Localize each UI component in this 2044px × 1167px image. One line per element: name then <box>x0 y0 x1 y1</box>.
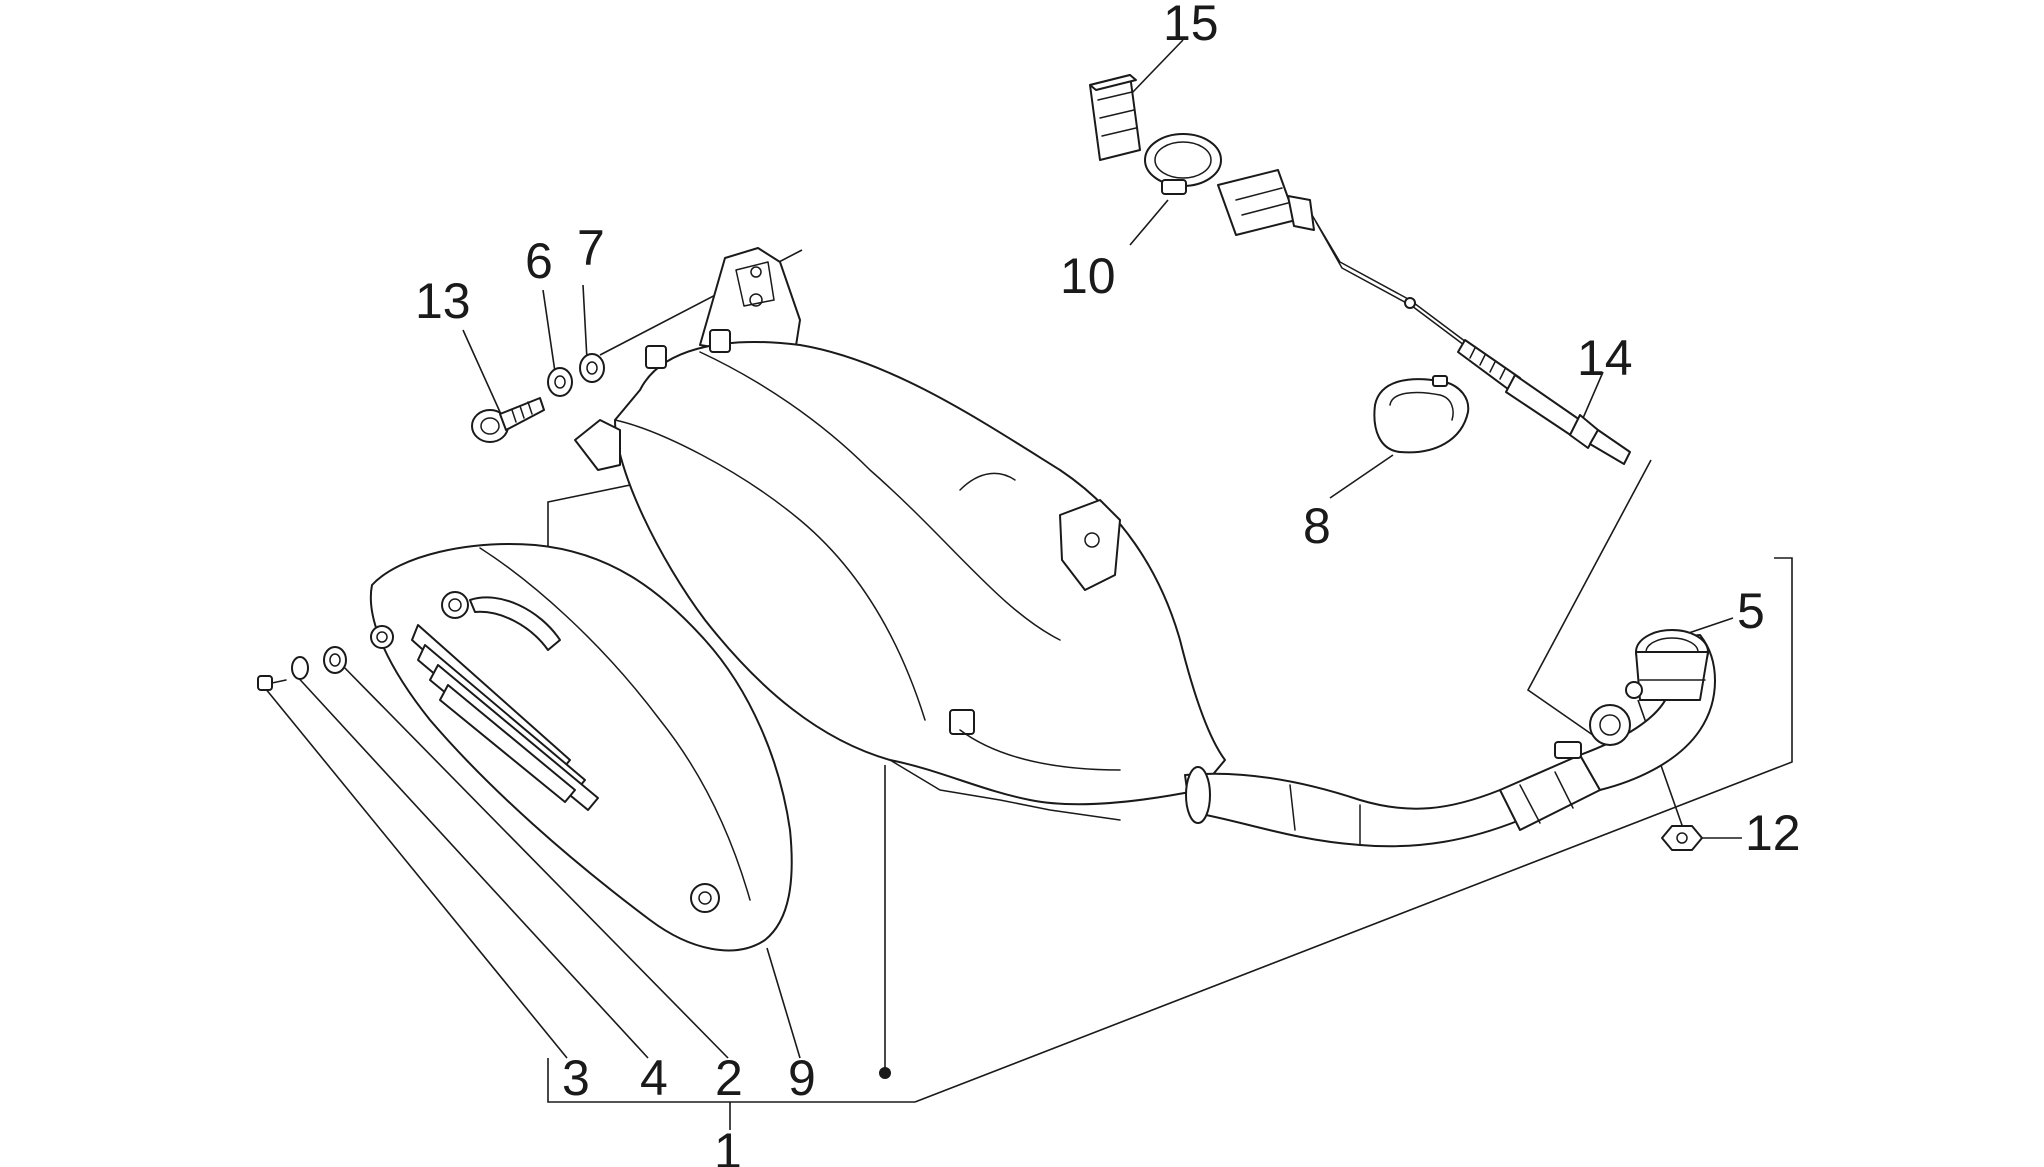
part-3-screw <box>257 675 287 691</box>
bracket-bottom <box>547 1058 915 1103</box>
leader-dot <box>879 1067 891 1079</box>
leader-3 <box>264 687 568 1059</box>
sensor-hex <box>1569 414 1599 449</box>
sensor-cable <box>1311 214 1471 346</box>
callout-9: 9 <box>788 1050 816 1106</box>
part-5-flange <box>1625 629 1709 701</box>
heat-shield-slot-5 <box>469 596 561 651</box>
sensor-tip <box>1589 429 1631 465</box>
callout-15: 15 <box>1163 0 1219 51</box>
callout-3: 3 <box>562 1050 590 1106</box>
heat-shield-slot-4 <box>439 684 576 803</box>
muffler-side-bracket <box>1059 499 1121 591</box>
sensor-plug-boot <box>1287 195 1315 231</box>
pipe-sleeve <box>1499 754 1601 831</box>
part-10-clamp <box>1144 133 1222 195</box>
callout-7: 7 <box>577 220 605 276</box>
heat-shield-hole-top <box>441 591 469 619</box>
part-7-washer <box>579 353 605 383</box>
leader-7 <box>582 284 588 361</box>
washer-7 <box>579 353 605 383</box>
part-8-clip-band <box>1373 375 1470 454</box>
clamp-screw <box>1161 179 1187 195</box>
callout-labels: 1 2 3 4 5 6 7 8 9 10 12 13 14 15 <box>415 0 1801 1167</box>
grommet-outer <box>323 646 347 674</box>
heat-shield-body <box>369 543 793 952</box>
part-2-grommet <box>323 646 347 674</box>
muffler-clip-3 <box>949 709 975 735</box>
muffler-inlet-stub <box>574 419 621 471</box>
callout-6: 6 <box>525 233 553 289</box>
part-15-connector-cap <box>1089 74 1141 161</box>
part-13-bolt <box>471 397 545 443</box>
muffler-clip-1 <box>645 345 667 369</box>
part-6-washer <box>547 367 573 397</box>
leader-6 <box>542 289 556 373</box>
part-9-heat-shield <box>369 543 793 952</box>
callout-8: 8 <box>1303 498 1331 554</box>
leader-9 <box>766 947 801 1059</box>
cap-top <box>1089 74 1137 91</box>
part-14-lambda-sensor <box>1217 169 1631 465</box>
part-12-nut <box>1661 825 1703 851</box>
callout-4: 4 <box>640 1050 668 1106</box>
heat-shield-hole-bottom <box>690 883 720 913</box>
clip-band-body <box>1373 378 1470 454</box>
exhaust-pipe-tube <box>1184 772 1521 848</box>
callout-1: 1 <box>714 1123 742 1167</box>
muffler-clip-2 <box>709 329 731 353</box>
pipe-flange-left <box>1185 766 1211 824</box>
callout-10: 10 <box>1060 248 1116 304</box>
callout-13: 13 <box>415 273 471 329</box>
leader-10 <box>1129 199 1169 246</box>
callout-12: 12 <box>1745 805 1801 861</box>
callout-2: 2 <box>715 1050 743 1106</box>
callout-14: 14 <box>1577 330 1633 386</box>
exhaust-pipe <box>1184 634 1716 848</box>
leader-sensor-path <box>1526 459 1652 741</box>
flange-stud <box>1625 681 1643 699</box>
leader-13 <box>462 329 501 413</box>
leader-8 <box>1329 454 1394 499</box>
flange-body <box>1635 651 1709 701</box>
heat-shield-hole-left <box>370 625 394 649</box>
pipe-clamp-tab <box>1554 741 1582 759</box>
leader-15 <box>1129 39 1184 96</box>
leader-group-right <box>914 557 1793 1103</box>
callout-5: 5 <box>1737 583 1765 639</box>
leader-2 <box>336 659 729 1059</box>
clip-band-tab <box>1432 375 1448 387</box>
screw-head-3 <box>257 675 273 691</box>
sensor-plug <box>1217 169 1297 236</box>
washer-6 <box>547 367 573 397</box>
sensor-boss <box>1589 704 1631 746</box>
leader-4 <box>292 671 649 1059</box>
sensor-body <box>1505 374 1581 437</box>
part-4-washer <box>291 656 309 680</box>
